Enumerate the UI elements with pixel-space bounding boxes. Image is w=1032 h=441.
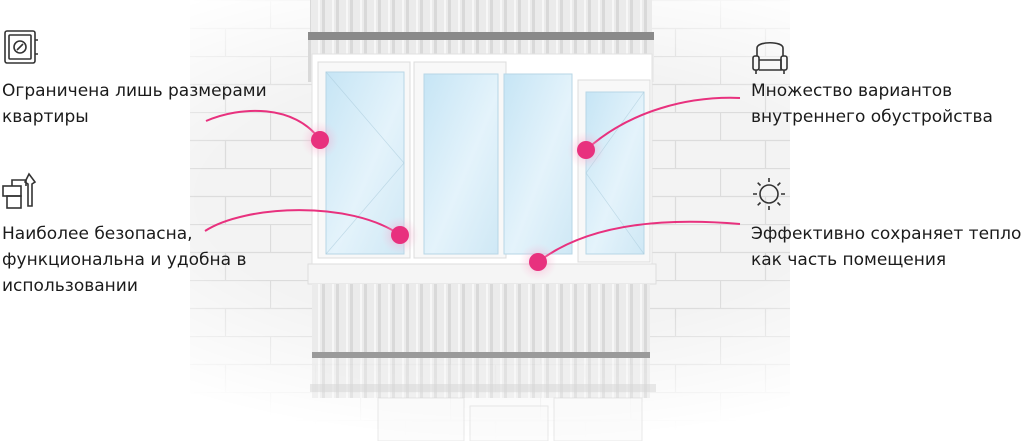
feature-interior-line-1: Множество вариантов: [751, 81, 953, 101]
armchair-icon: [752, 41, 788, 74]
upper-siding: [310, 0, 652, 34]
feature-interior-line-2: внутреннего обустройства: [751, 107, 993, 127]
feature-warmth-text: Эффективно сохраняет тепло как часть пом…: [751, 221, 1021, 273]
hotspot-interior[interactable]: [567, 131, 605, 169]
feature-size: Ограничена лишь размерами квартиры: [2, 78, 267, 130]
feature-size-line-1: Ограничена лишь размерами: [2, 81, 267, 101]
feature-size-text: Ограничена лишь размерами квартиры: [2, 78, 267, 130]
feature-interior: Множество вариантов внутреннего обустрой…: [751, 78, 993, 130]
feature-safety-line-3: использовании: [2, 276, 138, 296]
feature-size-line-2: квартиры: [2, 107, 89, 127]
feature-warmth: Эффективно сохраняет тепло как часть пом…: [751, 221, 1021, 273]
feature-safety-line-2: функциональна и удобна в: [2, 250, 247, 270]
feature-safety-line-1: Наиболее безопасна,: [2, 224, 193, 244]
lower-siding: [312, 284, 650, 354]
lower-floor-windows: [310, 384, 656, 441]
sun-icon: [753, 178, 785, 210]
hotspot-size[interactable]: [301, 121, 339, 159]
hotspot-safety[interactable]: [381, 216, 419, 254]
hotspot-warmth[interactable]: [519, 243, 557, 281]
feature-safety-text: Наиболее безопасна, функциональна и удоб…: [2, 221, 246, 299]
top-rail: [308, 32, 654, 40]
feature-warmth-line-1: Эффективно сохраняет тепло: [751, 224, 1022, 244]
feature-warmth-line-2: как часть помещения: [751, 250, 947, 270]
tools-icon: [2, 172, 37, 209]
feature-interior-text: Множество вариантов внутреннего обустрой…: [751, 78, 993, 130]
feature-safety: Наиболее безопасна, функциональна и удоб…: [2, 221, 246, 299]
leader-lines: [204, 96, 741, 263]
safe-icon: [4, 30, 38, 64]
window-frame: [311, 53, 653, 271]
